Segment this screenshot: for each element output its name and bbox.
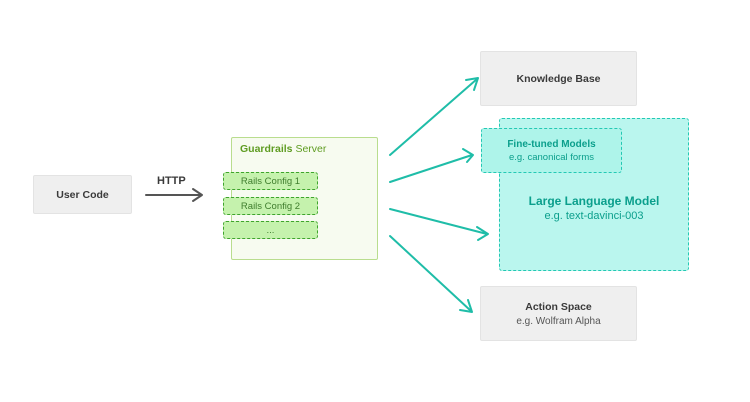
- rails-config-more: ...: [223, 221, 318, 239]
- action-space-box: Action Space e.g. Wolfram Alpha: [480, 286, 637, 341]
- llm-title: Large Language Model: [528, 194, 660, 208]
- fine-tuned-models-box: Fine-tuned Models e.g. canonical forms: [481, 128, 622, 173]
- http-arrow: [145, 188, 203, 202]
- server-suffix: Server: [292, 143, 327, 155]
- action-space-subtitle: e.g. Wolfram Alpha: [516, 315, 601, 327]
- server-name: Guardrails: [240, 143, 293, 155]
- knowledge-base-box: Knowledge Base: [480, 51, 637, 106]
- http-label: HTTP: [157, 175, 186, 187]
- server-title: Guardrails Server: [240, 143, 326, 155]
- rails-config-1: Rails Config 1: [223, 172, 318, 190]
- arrow-to-fine-tuned-models: [389, 148, 474, 183]
- arrow-to-knowledge-base: [389, 77, 479, 156]
- llm-subtitle: e.g. text-davinci-003: [544, 210, 644, 222]
- action-space-title: Action Space: [525, 300, 592, 313]
- user-code-label: User Code: [56, 188, 109, 201]
- rails-config-2: Rails Config 2: [223, 197, 318, 215]
- user-code-box: User Code: [33, 175, 132, 214]
- fine-tuned-subtitle: e.g. canonical forms: [508, 151, 594, 163]
- fine-tuned-title: Fine-tuned Models: [507, 138, 596, 150]
- knowledge-base-label: Knowledge Base: [516, 72, 601, 85]
- arrow-to-action-space: [389, 235, 473, 313]
- arrow-to-llm: [389, 208, 489, 241]
